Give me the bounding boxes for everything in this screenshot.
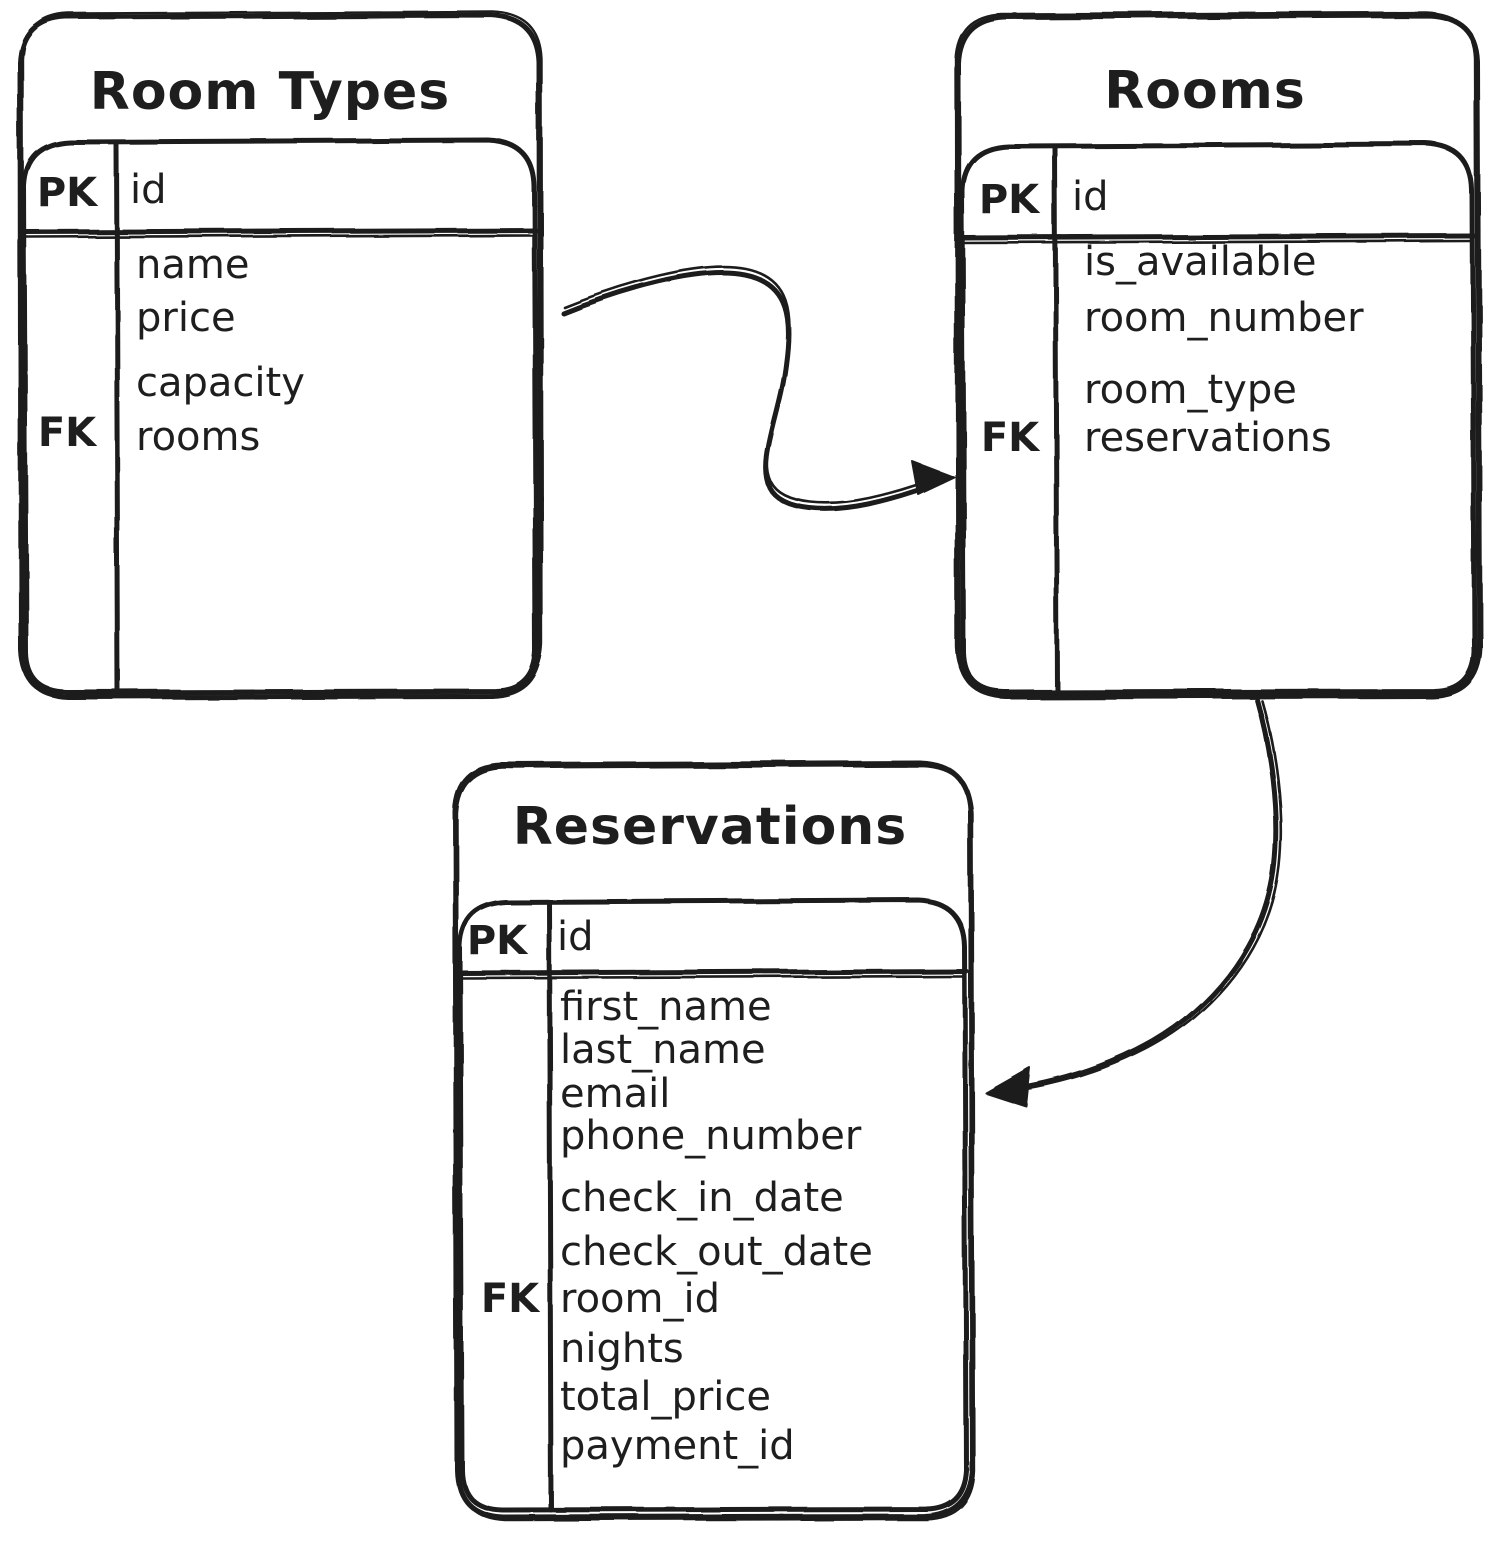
reservations-fk-label: FK xyxy=(480,1276,540,1322)
room-types-pk-field: id xyxy=(130,167,167,213)
reservations-pk-divider xyxy=(457,968,969,976)
reservations-outer-border-sketch xyxy=(455,764,976,1522)
reservations-field-3: phone_number xyxy=(560,1113,862,1159)
rooms-header-box xyxy=(959,141,1477,695)
relation-rooms-to-reservations[interactable] xyxy=(985,697,1283,1107)
rooms-pk-field: id xyxy=(1072,174,1109,220)
relation-room-types-to-rooms[interactable] xyxy=(560,265,955,512)
room-types-pk-divider-sketch xyxy=(24,233,536,239)
table-shape-room-types[interactable] xyxy=(17,10,544,700)
reservations-pk-label: PK xyxy=(466,918,528,964)
rooms-key-divider xyxy=(1052,143,1060,695)
room-types-field-0: name xyxy=(136,242,250,288)
reservations-title: Reservations xyxy=(512,797,908,857)
room-types-outer-border xyxy=(17,12,543,700)
rooms-fk-label: FK xyxy=(980,415,1040,461)
arrow-line xyxy=(560,270,945,512)
room-types-pk-label: PK xyxy=(36,170,98,216)
reservations-field-1: last_name xyxy=(560,1027,766,1073)
rooms-pk-divider-sketch xyxy=(962,239,1474,245)
arrow-line-sketch xyxy=(562,265,945,505)
reservations-field-4: check_in_date xyxy=(560,1175,844,1221)
reservations-field-5: check_out_date xyxy=(560,1229,873,1275)
reservations-key-divider xyxy=(546,899,554,1513)
reservations-header-box xyxy=(457,897,969,1513)
reservations-field-6: room_id xyxy=(560,1276,720,1322)
arrow-head xyxy=(911,460,955,495)
rooms-field-3: reservations xyxy=(1084,415,1332,461)
reservations-pk-divider-sketch xyxy=(460,974,966,980)
reservations-field-9: payment_id xyxy=(560,1423,795,1469)
room-types-header-box xyxy=(21,137,539,695)
rooms-field-0: is_available xyxy=(1084,239,1317,285)
arrow-head xyxy=(985,1067,1031,1107)
rooms-pk-label: PK xyxy=(978,177,1040,223)
room-types-fk-label: FK xyxy=(37,410,97,456)
room-types-title: Room Types xyxy=(89,62,451,122)
reservations-field-2: email xyxy=(560,1071,671,1117)
table-shape-rooms[interactable] xyxy=(954,10,1483,700)
room-types-pk-divider xyxy=(21,227,539,235)
reservations-field-8: total_price xyxy=(560,1374,772,1420)
reservations-pk-field: id xyxy=(557,914,594,960)
rooms-field-1: room_number xyxy=(1084,295,1364,341)
room-types-field-3: rooms xyxy=(136,414,261,460)
room-types-field-1: price xyxy=(136,295,236,341)
room-types-field-2: capacity xyxy=(136,360,305,406)
table-shape-reservations[interactable] xyxy=(452,760,976,1522)
room-types-key-divider xyxy=(113,139,121,695)
reservations-field-7: nights xyxy=(560,1326,684,1372)
rooms-field-2: room_type xyxy=(1084,367,1297,413)
rooms-title: Rooms xyxy=(1104,61,1306,121)
arrow-line xyxy=(1005,697,1279,1093)
rooms-pk-divider xyxy=(959,233,1477,241)
reservations-field-0: first_name xyxy=(560,984,772,1030)
arrow-line-sketch xyxy=(1011,699,1283,1093)
